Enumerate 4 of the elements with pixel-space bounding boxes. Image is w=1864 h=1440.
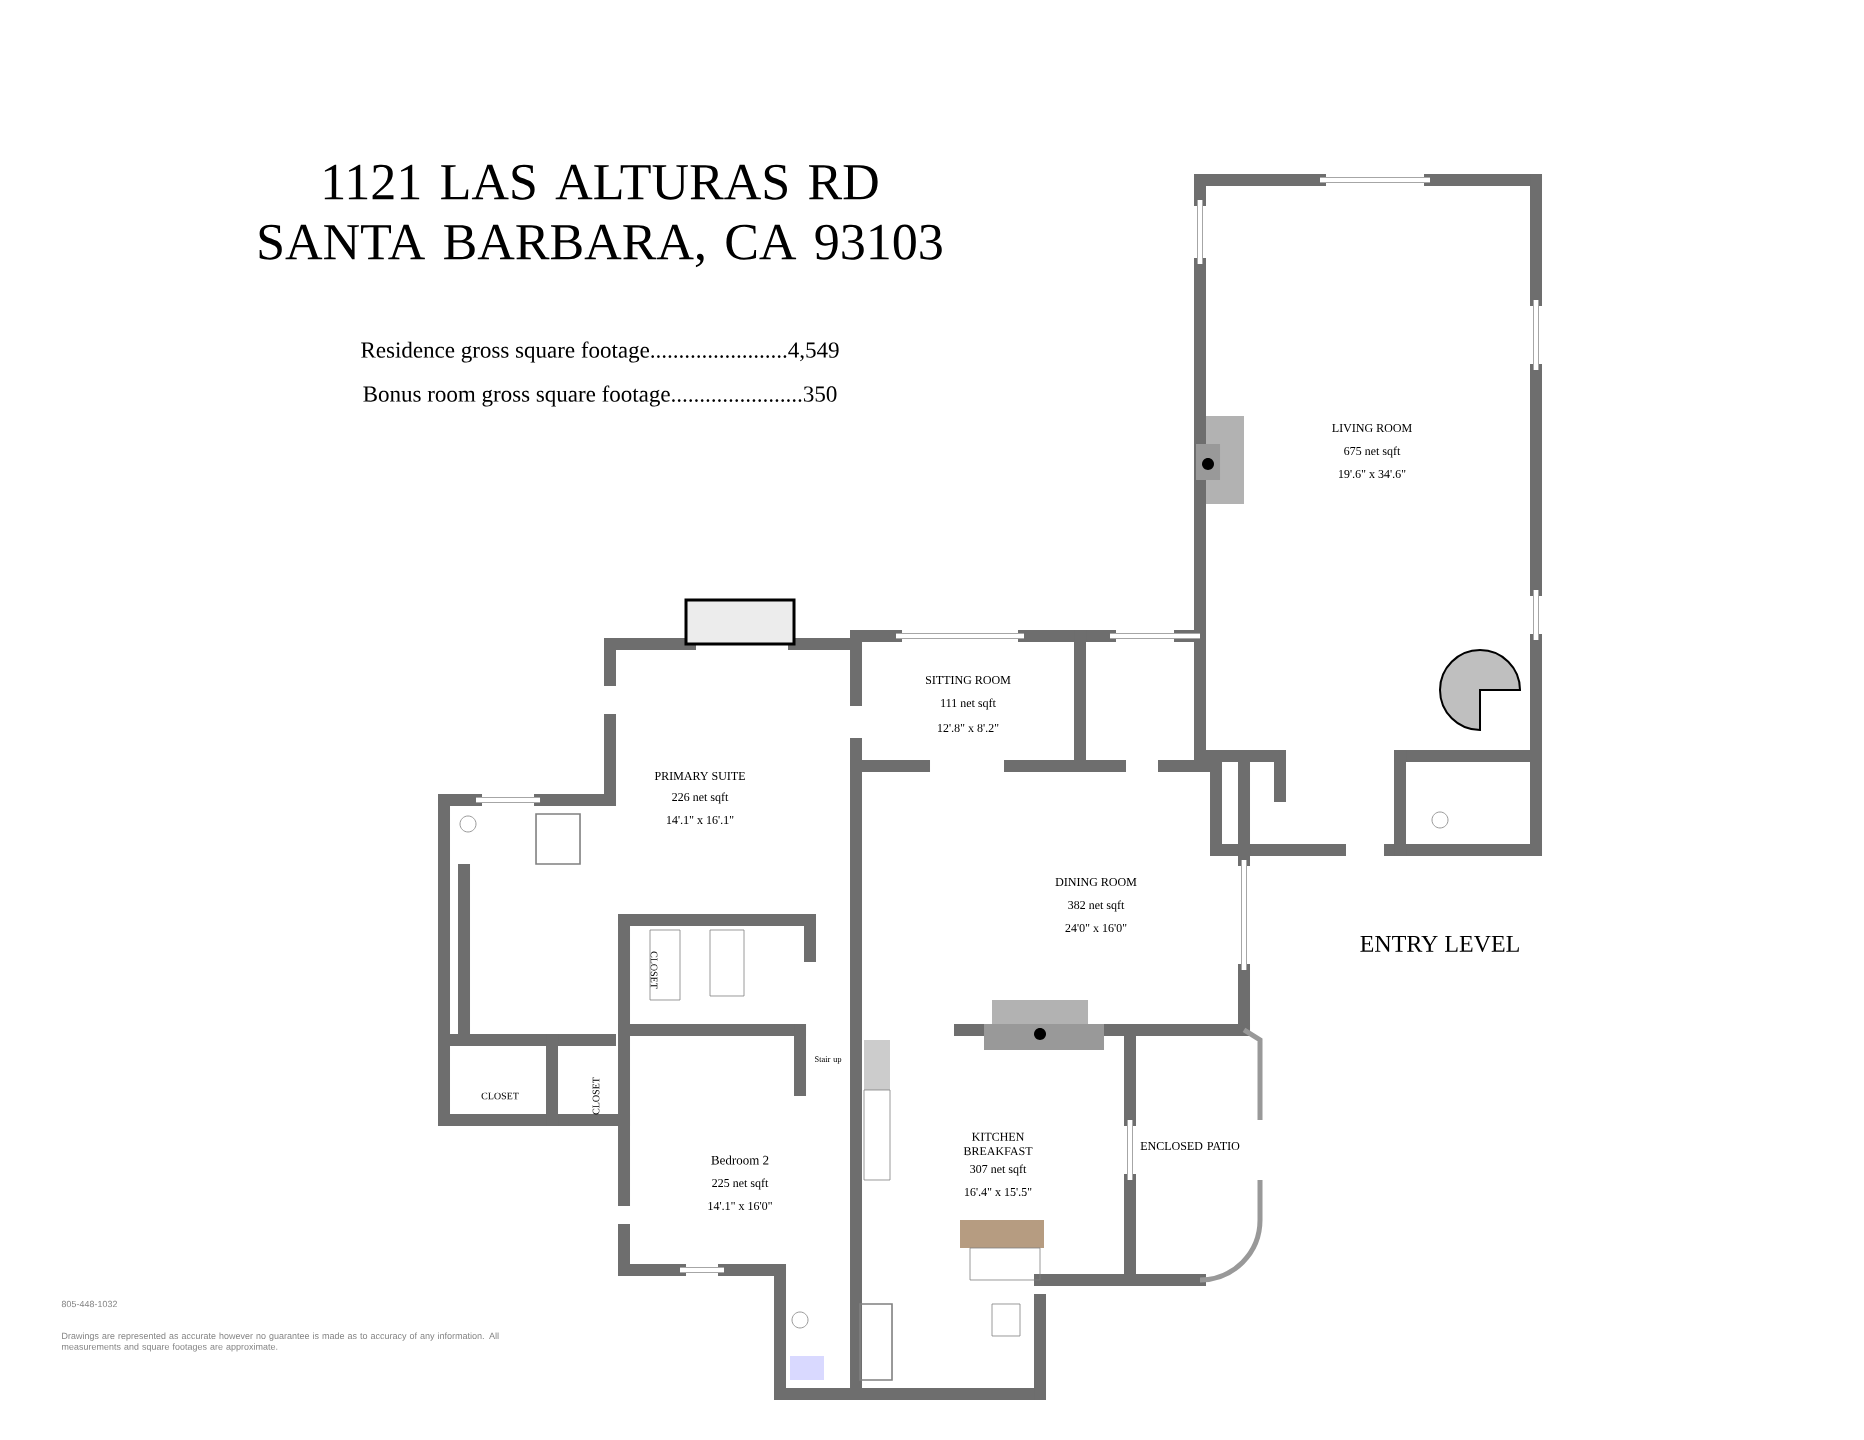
footage-line: Residence gross square footage........................4,549: [361, 341, 839, 363]
level-label: ENTRY LEVEL: [1360, 935, 1519, 953]
address-title: 1121 LAS ALTURAS RD SANTA BARBARA, CA 93103: [259, 164, 942, 268]
footage-line: Bonus room gross square footage.......................350: [363, 385, 837, 407]
